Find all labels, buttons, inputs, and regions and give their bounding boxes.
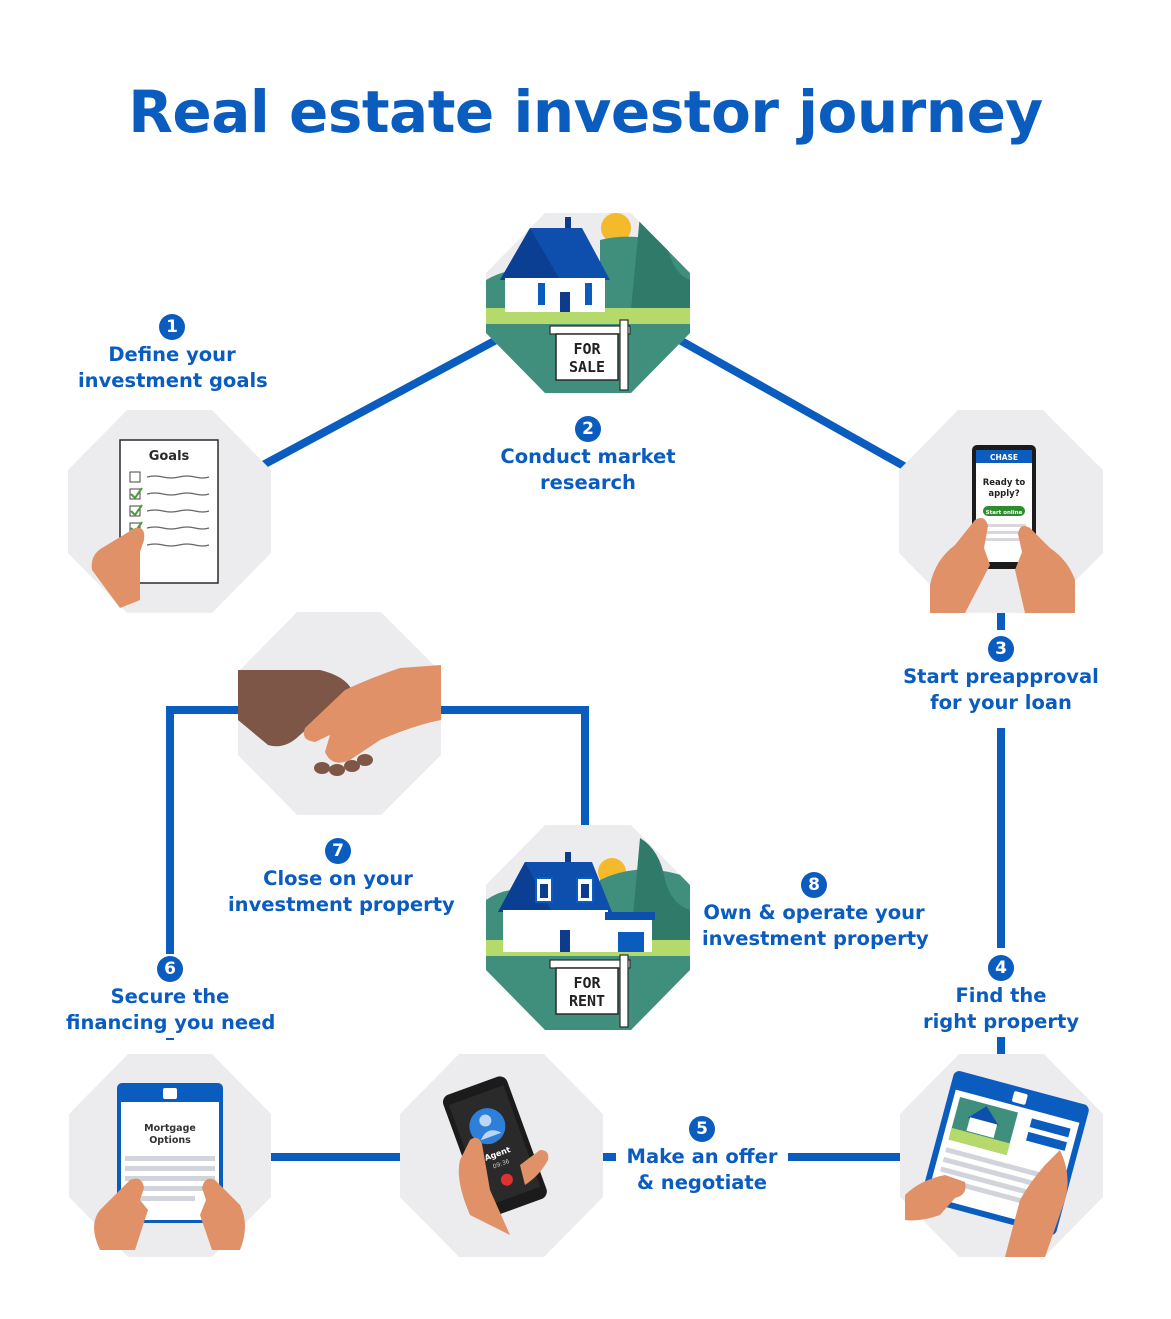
preapproval-start-button: Start online <box>986 510 1023 516</box>
step-5-label-line2: & negotiate <box>637 1171 767 1194</box>
preapproval-brand: CHASE <box>990 453 1018 462</box>
for-rent-sign-line1: FOR <box>573 974 601 992</box>
step-4: 4 Find the right property <box>911 953 1091 1037</box>
step-5-number: 5 <box>689 1116 715 1142</box>
step-8: 8 Own & operate your investment property <box>696 870 932 954</box>
agent-call-illustration: Agent 09:36 <box>400 1054 603 1257</box>
for-sale-sign-line2: SALE <box>569 358 605 376</box>
step-8-label-line2: investment property <box>702 927 929 950</box>
step-6-label-line2: financing you need <box>66 1011 276 1034</box>
step-2-label-line2: research <box>540 471 636 494</box>
preapproval-prompt-line1: Ready to <box>983 478 1026 488</box>
step-7-number: 7 <box>325 838 351 864</box>
connector-7-8 <box>420 706 589 845</box>
step-7-label-line1: Close on your <box>263 867 413 890</box>
for-sale-sign-line1: FOR <box>573 340 601 358</box>
step-1-number: 1 <box>159 314 185 340</box>
step-6-label-line1: Secure the <box>110 985 230 1008</box>
step-2: 2 Conduct market research <box>488 414 688 498</box>
step-1: 1 Define your investment goals <box>72 312 272 396</box>
preapproval-prompt-line2: apply? <box>988 489 1019 499</box>
connector-1-2 <box>218 334 502 492</box>
goals-illustration: Goals <box>68 410 271 613</box>
step-7: 7 Close on your investment property <box>222 836 455 920</box>
step-2-number: 2 <box>575 416 601 442</box>
step-3-number: 3 <box>988 636 1014 662</box>
for-rent-illustration: FOR RENT <box>486 825 690 1030</box>
mortgage-heading-line1: Mortgage <box>144 1123 196 1134</box>
step-8-number: 8 <box>801 872 827 898</box>
step-3-label-line1: Start preapproval <box>903 665 1099 688</box>
step-4-number: 4 <box>988 955 1014 981</box>
preapproval-illustration: CHASE Ready to apply? Start online <box>899 410 1103 613</box>
mortgage-illustration: Mortgage Options <box>69 1054 271 1257</box>
step-6-number: 6 <box>157 956 183 982</box>
step-4-label-line1: Find the <box>955 984 1047 1007</box>
step-6: 6 Secure the financing you need <box>60 954 280 1038</box>
step-3-label-line2: for your loan <box>930 691 1072 714</box>
page-title: Real estate investor journey <box>128 78 1043 146</box>
step-2-label-line1: Conduct market <box>500 445 676 468</box>
for-sale-illustration: FOR SALE <box>486 213 690 393</box>
goals-heading: Goals <box>149 449 190 464</box>
step-4-label-line2: right property <box>922 1010 1080 1033</box>
step-1-label-line1: Define your <box>108 343 236 366</box>
step-7-label-line2: investment property <box>228 893 455 916</box>
connector-6-7 <box>166 706 245 1040</box>
step-5-label-line1: Make an offer <box>626 1145 778 1168</box>
step-5: 5 Make an offer & negotiate <box>616 1114 788 1198</box>
step-8-label-line1: Own & operate your <box>703 901 925 924</box>
mortgage-heading-line2: Options <box>149 1135 191 1146</box>
listing-illustration <box>900 1054 1103 1257</box>
step-3: 3 Start preapproval for your loan <box>893 634 1109 718</box>
for-rent-sign-line2: RENT <box>569 992 605 1010</box>
handshake-illustration <box>238 612 441 815</box>
step-1-label-line2: investment goals <box>78 369 268 392</box>
